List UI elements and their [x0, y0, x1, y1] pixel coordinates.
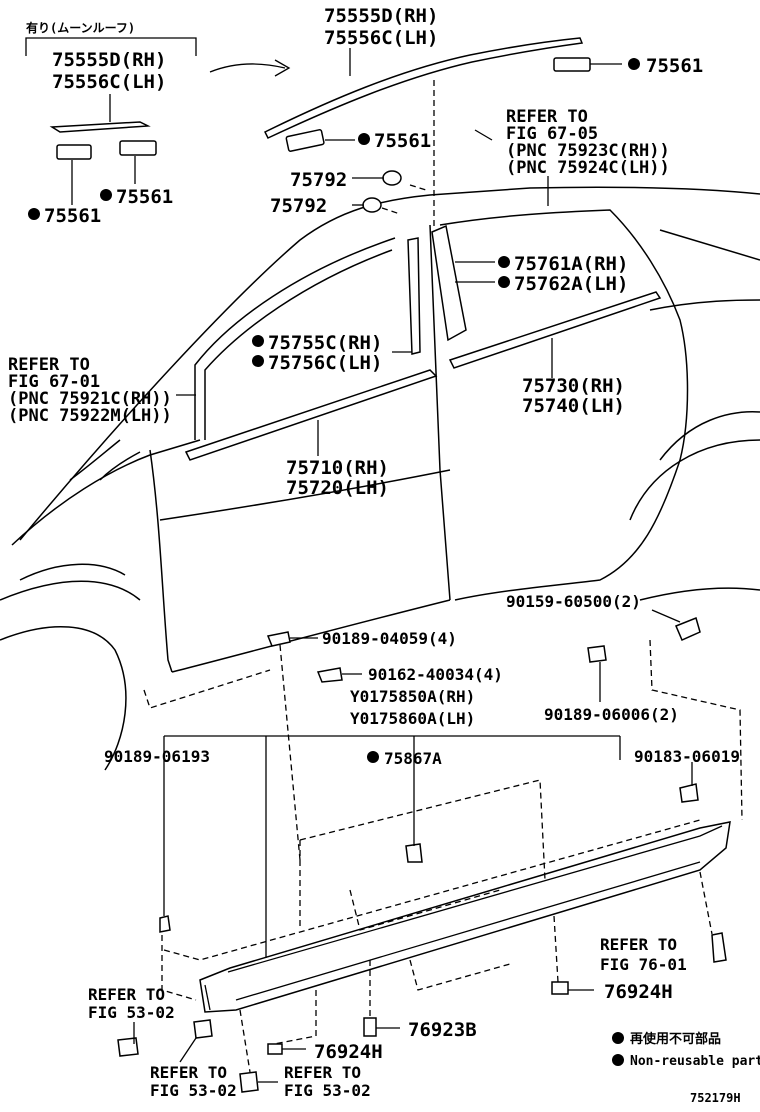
refer-fig-76-01-line2: FIG 76-01 [600, 955, 687, 974]
refer-fig-67-05-line1: REFER TO [506, 107, 588, 127]
label-76924h-right: 76924H [604, 981, 673, 1003]
car-body-outline [0, 186, 760, 771]
refer-fig-76-01-line1: REFER TO [600, 935, 677, 954]
refer-fig-67-01-line1: REFER TO [8, 355, 90, 375]
label-75740: 75740(LH) [522, 395, 625, 417]
label-75792-lower: 75792 [270, 195, 327, 217]
fastener-clips [117, 616, 727, 1093]
refer-fig-53-02-c-line1: REFER TO [284, 1063, 361, 1082]
label-75720: 75720(LH) [286, 477, 389, 499]
label-75556c-roof: 75556C(LH) [324, 27, 438, 49]
refer-fig-67-01-line2: FIG 67-01 [8, 372, 100, 392]
label-75561-top-right: 75561 [646, 55, 703, 77]
door-molding-parts [184, 170, 662, 461]
label-90189-06006: 90189-06006(2) [544, 705, 679, 724]
refer-fig-67-05-line4: (PNC 75924C(LH)) [506, 158, 670, 178]
label-90189-04059: 90189-04059(4) [322, 629, 457, 648]
refer-fig-53-02-b-line1: REFER TO [150, 1063, 227, 1082]
label-75556c-sunroof: 75556C(LH) [52, 71, 166, 93]
label-75555d-sunroof: 75555D(RH) [52, 49, 166, 71]
refer-fig-53-02-b-line2: FIG 53-02 [150, 1081, 237, 1100]
roof-molding-parts [25, 37, 591, 160]
label-75561-sunroof-left: 75561 [44, 205, 101, 227]
label-y0175850a: Y0175850A(RH) [350, 687, 475, 706]
legend-dot-en [612, 1054, 624, 1066]
sunroof-label: 有り(ムーンルーフ) [26, 20, 135, 35]
label-75756c: 75756C(LH) [268, 352, 382, 374]
label-76924h-left: 76924H [314, 1041, 383, 1063]
refer-fig-67-01-line4: (PNC 75922M(LH)) [8, 406, 172, 426]
label-75762a: 75762A(LH) [514, 273, 628, 295]
refer-fig-53-02-a-line1: REFER TO [88, 985, 165, 1004]
legend: 再使用不可部品 Non-reusable part [612, 1031, 760, 1069]
legend-dot-jp [612, 1032, 624, 1044]
refer-fig-67-01-line3: (PNC 75921C(RH)) [8, 389, 172, 409]
label-75867a: 75867A [384, 749, 442, 768]
non-reusable-markers [28, 58, 640, 763]
label-75561-sunroof-right: 75561 [116, 186, 173, 208]
part-labels: 有り(ムーンルーフ) 75555D(RH) 75556C(LH) 75555D(… [8, 5, 740, 1100]
leader-lines [71, 48, 693, 1083]
refer-fig-67-05-line2: FIG 67-05 [506, 124, 598, 144]
label-75730: 75730(RH) [522, 375, 625, 397]
label-75755c: 75755C(RH) [268, 332, 382, 354]
refer-fig-67-05-line3: (PNC 75923C(RH)) [506, 141, 670, 161]
label-y0175860a: Y0175860A(LH) [350, 709, 475, 728]
legend-non-reusable-en: Non-reusable part [630, 1054, 760, 1069]
rocker-panel [199, 821, 731, 1013]
figure-id: 752179H [690, 1091, 741, 1105]
refer-fig-53-02-a-line2: FIG 53-02 [88, 1003, 175, 1022]
legend-non-reusable-jp: 再使用不可部品 [630, 1031, 721, 1047]
label-75761a: 75761A(RH) [514, 253, 628, 275]
label-75561-roof: 75561 [374, 130, 431, 152]
refer-fig-53-02-c-line2: FIG 53-02 [284, 1081, 371, 1100]
label-90159-60500: 90159-60500(2) [506, 592, 641, 611]
dashed-alignment-lines [143, 80, 743, 1073]
label-76923b: 76923B [408, 1019, 477, 1041]
label-90183-06019: 90183-06019 [634, 747, 740, 766]
label-75555d-roof: 75555D(RH) [324, 5, 438, 27]
label-90162-40034: 90162-40034(4) [368, 665, 503, 684]
label-90189-06193: 90189-06193 [104, 747, 210, 766]
label-75710: 75710(RH) [286, 457, 389, 479]
label-75792-upper: 75792 [290, 169, 347, 191]
